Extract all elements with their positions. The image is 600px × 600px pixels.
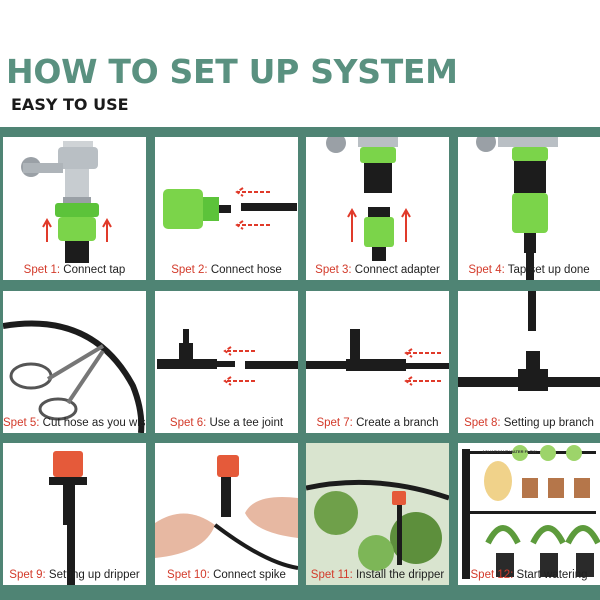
step-caption-6: Spet 6: Use a tee joint	[169, 417, 284, 429]
create-branch-illustration	[306, 329, 449, 386]
tap-done-illustration	[476, 137, 558, 280]
water-flow-sign: AQUASWANT WATER FLOW	[482, 449, 537, 454]
step-caption-4: Spet 4: Tap set up done	[468, 264, 590, 276]
connect-spike-illustration	[155, 455, 298, 570]
step-caption-7: Spet 7: Create a branch	[316, 417, 439, 429]
step-card-11: Spet 11: Install the dripper	[306, 443, 449, 585]
step-caption-10: Spet 10: Connect spike	[167, 569, 286, 581]
step-caption-11: Spet 11: Install the dripper	[310, 569, 445, 581]
step-caption-8: Spet 8: Setting up branch	[464, 417, 594, 429]
tap-connector-illustration	[21, 141, 112, 263]
step-card-2: Spet 2: Connect hose	[155, 137, 298, 280]
step-card-6: Spet 6: Use a tee joint	[155, 291, 298, 433]
scissors-cut-hose-illustration	[3, 320, 145, 433]
page-subtitle: EASY TO USE	[11, 95, 129, 114]
hose-connector-illustration	[163, 187, 297, 230]
step-card-3: Spet 3: Connect adapter	[306, 137, 449, 280]
step-card-1: Spet 1: Connect tap	[3, 137, 146, 280]
step-card-7: Spet 7: Create a branch	[306, 291, 449, 433]
branch-setup-illustration	[458, 291, 600, 391]
step-card-9: Spet 9: Setting up dripper	[3, 443, 146, 585]
step-card-5: Spet 5: Cut hose as you wish	[3, 291, 146, 433]
page-title: HOW TO SET UP SYSTEM	[6, 52, 458, 91]
dripper-illustration	[49, 451, 87, 585]
step-caption-2: Spet 2: Connect hose	[171, 264, 282, 276]
step-card-12: AQUASWANT WATER FLOW Spet 12: Start wate…	[458, 443, 600, 585]
step-caption-5: Spet 5: Cut hose as you wish	[3, 417, 146, 429]
adapter-illustration	[326, 137, 411, 261]
step-card-10: Spet 10: Connect spike	[155, 443, 298, 585]
step-caption-12: Spet 12: Start watering	[470, 569, 588, 581]
install-dripper-illustration	[306, 443, 449, 585]
step-card-4: Spet 4: Tap set up done	[458, 137, 600, 280]
step-caption-3: Spet 3: Connect adapter	[315, 264, 440, 276]
step-caption-1: Spet 1: Connect tap	[23, 264, 126, 276]
step-caption-9: Spet 9: Setting up dripper	[9, 569, 140, 581]
step-card-8: Spet 8: Setting up branch	[458, 291, 600, 433]
tee-joint-illustration	[157, 329, 298, 386]
watering-system-illustration	[462, 445, 600, 579]
